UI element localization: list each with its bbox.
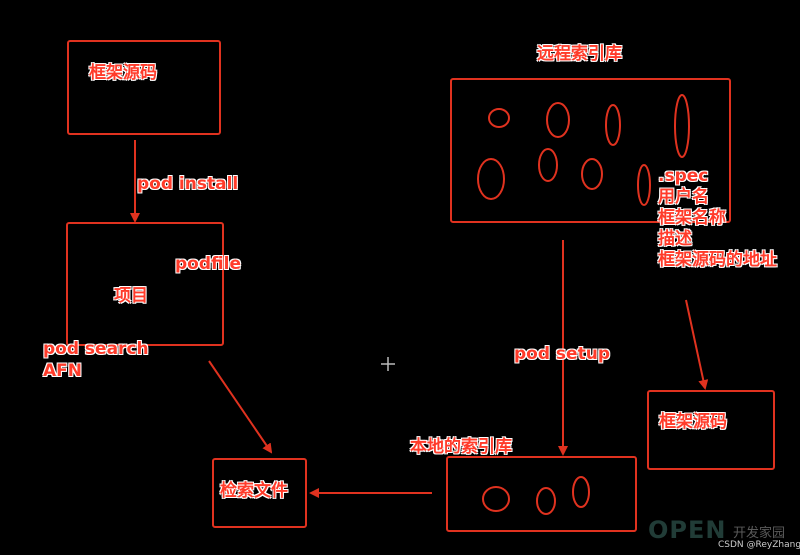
- remote-index-label: 远程索引库: [537, 44, 622, 64]
- framework-source-top-label: 框架源码: [89, 63, 157, 83]
- watermark-open: OPEN: [648, 516, 727, 544]
- project-box: [66, 222, 224, 346]
- framework-source-right-box: [647, 390, 775, 470]
- afn-label: AFN: [43, 361, 82, 381]
- spec-field: 描述: [658, 229, 692, 249]
- remote-spec-ellipse: [581, 158, 603, 190]
- remote-spec-ellipse: [605, 104, 621, 146]
- local-index-label: 本地的索引库: [410, 437, 512, 457]
- local-spec-ellipse: [572, 476, 590, 508]
- project-label: 项目: [114, 286, 148, 306]
- spec-field: 框架源码的地址: [658, 250, 777, 270]
- project-to-search-arrow: [208, 360, 273, 454]
- local-spec-ellipse: [482, 486, 510, 512]
- remote-spec-ellipse: [538, 148, 558, 182]
- cursor-crosshair-icon: [381, 357, 395, 371]
- spec-field: 框架名称: [658, 208, 726, 228]
- spec-field: .spec: [658, 166, 709, 186]
- framework-source-top-box: [67, 40, 221, 135]
- pod-setup-label: pod setup: [514, 344, 610, 364]
- remote-index-box: [450, 78, 731, 223]
- search-file-box: [212, 458, 307, 528]
- spec-fields-list: .spec 用户名 框架名称 描述 框架源码的地址: [658, 166, 777, 271]
- pod-install-label: pod install: [137, 174, 239, 194]
- spec-field: 用户名: [658, 187, 709, 207]
- watermark-site: 开发家园: [733, 526, 786, 541]
- local-index-box: [446, 456, 637, 532]
- remote-spec-ellipse: [477, 158, 505, 200]
- search-file-label: 检索文件: [220, 481, 288, 501]
- remote-spec-ellipse: [546, 102, 570, 138]
- spec-to-source-arrow: [685, 299, 709, 390]
- remote-spec-ellipse: [637, 164, 651, 206]
- local-spec-ellipse: [536, 487, 556, 515]
- remote-spec-ellipse: [488, 108, 510, 128]
- podfile-label: podfile: [175, 254, 241, 274]
- watermark-credit: CSDN @ReyZhang: [718, 540, 800, 550]
- pod-search-label: pod search: [43, 339, 149, 359]
- remote-spec-ellipse: [674, 94, 690, 158]
- framework-source-right-label: 框架源码: [659, 412, 727, 432]
